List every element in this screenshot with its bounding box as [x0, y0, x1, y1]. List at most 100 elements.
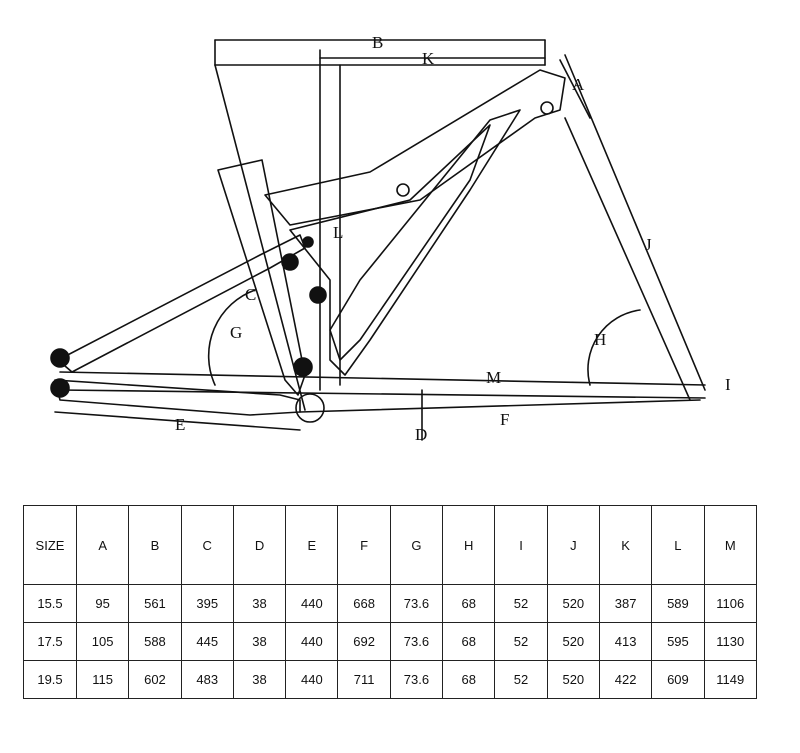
value-cell: 38 — [232, 622, 287, 661]
chain-stay — [54, 379, 301, 416]
value-cell: 589 — [651, 584, 705, 623]
seat-stay — [57, 234, 306, 373]
value-cell: 595 — [651, 622, 705, 661]
frame-geometry-diagram: B K A L J C G H M I E F D — [50, 33, 731, 444]
header-cell: SIZE — [23, 505, 77, 585]
label-h: H — [594, 330, 606, 349]
value-cell: 520 — [546, 622, 600, 661]
header-cell: J — [546, 505, 600, 585]
value-cell: 483 — [180, 660, 234, 699]
label-b: B — [372, 33, 383, 52]
header-cell: I — [494, 505, 548, 585]
shock-mount-lower — [309, 286, 327, 304]
value-cell: 561 — [128, 584, 182, 623]
value-cell: 68 — [442, 622, 496, 661]
size-cell: 19.5 — [23, 660, 77, 699]
header-cell: K — [598, 505, 653, 585]
label-e: E — [175, 415, 185, 434]
size-cell: 17.5 — [23, 622, 77, 661]
value-cell: 711 — [337, 660, 391, 699]
main-pivot — [293, 357, 313, 377]
top-tube — [264, 69, 566, 226]
frame-inner-triangle — [289, 124, 491, 361]
bottle-boss — [396, 183, 410, 197]
value-cell: 588 — [128, 622, 182, 661]
value-cell: 52 — [494, 584, 548, 623]
size-cell: 15.5 — [23, 584, 77, 623]
label-d: D — [415, 425, 427, 444]
dimension-j-line — [564, 54, 706, 391]
shock-mount-upper — [281, 253, 299, 271]
value-cell: 73.6 — [389, 660, 444, 699]
down-tube — [329, 109, 521, 376]
value-cell: 95 — [75, 584, 130, 623]
value-cell: 422 — [598, 660, 653, 699]
label-i: I — [725, 375, 731, 394]
value-cell: 1106 — [703, 584, 758, 623]
value-cell: 115 — [75, 660, 130, 699]
header-cell: M — [703, 505, 758, 585]
label-a: A — [572, 75, 585, 94]
bottom-bracket — [295, 393, 325, 423]
value-cell: 602 — [128, 660, 182, 699]
value-cell: 38 — [232, 660, 287, 699]
header-cell: E — [285, 505, 339, 585]
rear-axle-upper — [50, 348, 70, 368]
value-cell: 692 — [337, 622, 391, 661]
link-bolt — [302, 236, 314, 248]
value-cell: 413 — [598, 622, 653, 661]
value-cell: 52 — [494, 660, 548, 699]
seat-tube-axis — [214, 64, 306, 411]
seat-tube — [217, 159, 306, 396]
label-c: C — [245, 285, 256, 304]
dimension-e-line — [54, 411, 301, 431]
value-cell: 445 — [180, 622, 234, 661]
label-l: L — [333, 223, 343, 242]
value-cell: 1130 — [703, 622, 758, 661]
header-cell: L — [651, 505, 705, 585]
seat-angle-arc — [207, 289, 256, 386]
value-cell: 609 — [651, 660, 705, 699]
dimension-k-line — [319, 49, 546, 391]
value-cell: 1149 — [703, 660, 758, 699]
dimension-b-line — [214, 39, 546, 66]
header-cell: D — [232, 505, 287, 585]
header-cell: G — [389, 505, 444, 585]
label-k: K — [422, 49, 435, 68]
value-cell: 395 — [180, 584, 234, 623]
label-j: J — [645, 235, 652, 254]
value-cell: 520 — [546, 584, 600, 623]
head-angle-arc — [587, 309, 641, 386]
value-cell: 68 — [442, 584, 496, 623]
label-g: G — [230, 323, 242, 342]
value-cell: 73.6 — [389, 584, 444, 623]
value-cell: 52 — [494, 622, 548, 661]
dimension-f-line — [299, 399, 701, 413]
value-cell: 440 — [285, 660, 339, 699]
value-cell: 68 — [442, 660, 496, 699]
value-cell: 387 — [598, 584, 653, 623]
dimension-m-line — [59, 371, 706, 386]
fork-axis-line — [564, 117, 691, 401]
value-cell: 73.6 — [389, 622, 444, 661]
header-cell: H — [442, 505, 496, 585]
header-cell: A — [75, 505, 130, 585]
header-cell: B — [128, 505, 182, 585]
value-cell: 440 — [285, 622, 339, 661]
cable-port — [540, 101, 554, 115]
rear-axle — [50, 378, 70, 398]
wheelbase-line — [59, 389, 706, 399]
label-f: F — [500, 410, 509, 429]
header-cell: F — [337, 505, 391, 585]
dimension-a-line — [559, 59, 591, 119]
value-cell: 38 — [232, 584, 287, 623]
label-m: M — [486, 368, 501, 387]
value-cell: 105 — [75, 622, 130, 661]
header-cell: C — [180, 505, 234, 585]
